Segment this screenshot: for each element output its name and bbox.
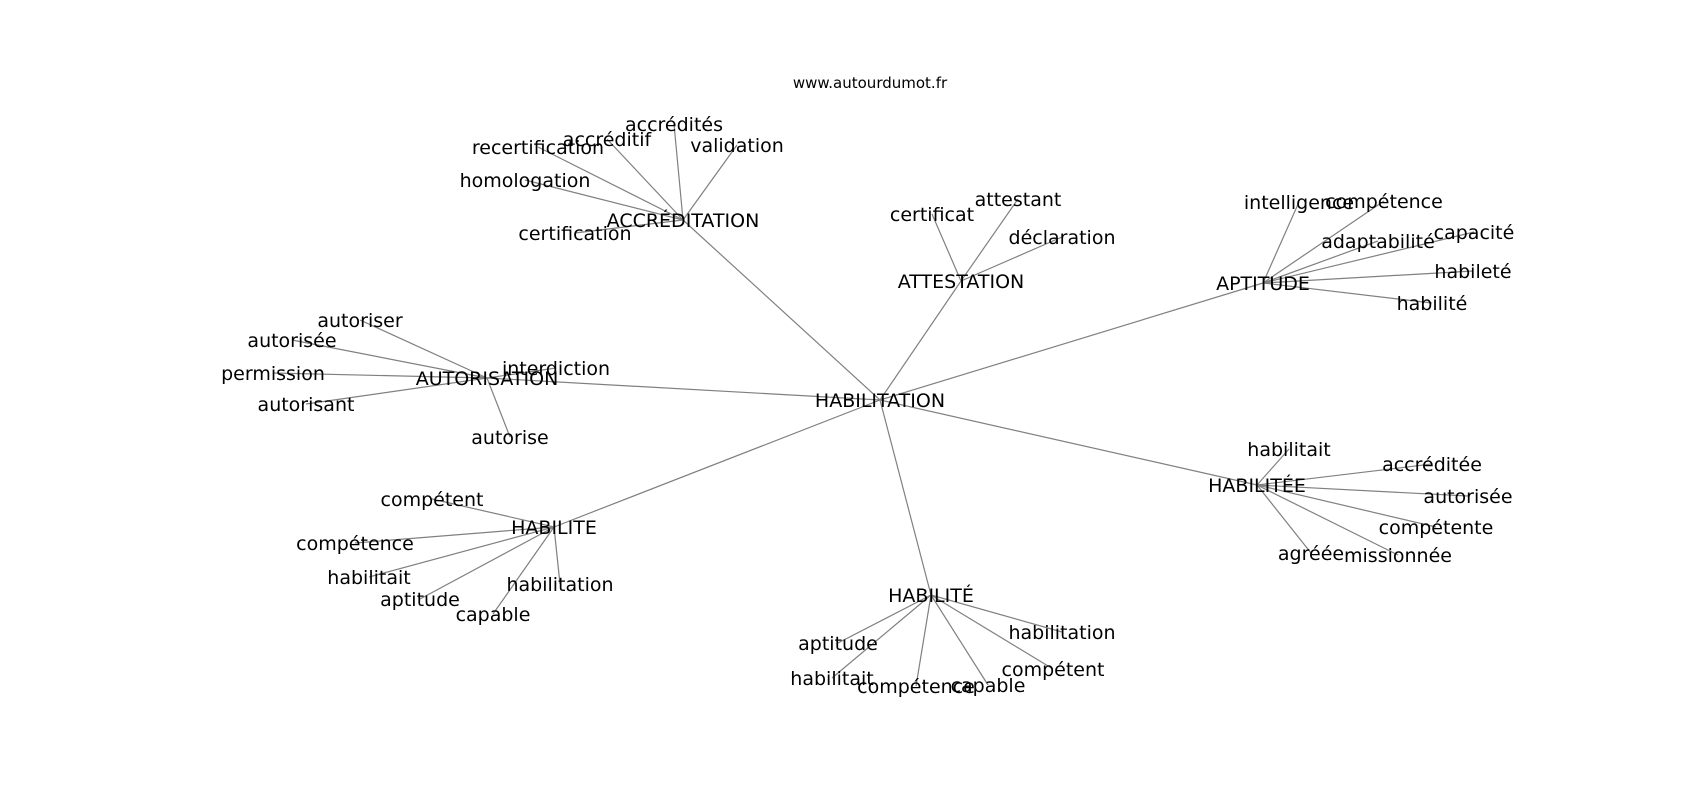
word-node-label[interactable]: attestant	[975, 189, 1062, 211]
word-node-label[interactable]: aptitude	[380, 589, 460, 611]
word-node-label[interactable]: habilité	[1397, 293, 1468, 315]
word-node-label[interactable]: compétent	[1002, 659, 1105, 681]
edge-hub-to-word	[606, 138, 684, 221]
word-node-label[interactable]: habilitait	[327, 567, 410, 589]
word-node-label[interactable]: habilitait	[790, 668, 873, 690]
word-node-label[interactable]: certificat	[890, 204, 974, 226]
word-node-label[interactable]: habilitation	[1008, 622, 1115, 644]
edge-hub-to-word	[1256, 463, 1433, 486]
word-node-label[interactable]: accrédités	[625, 114, 723, 136]
edge-hub-to-word	[431, 498, 555, 528]
word-node-label[interactable]: capable	[456, 604, 531, 626]
edge-hub-to-word	[1262, 240, 1379, 284]
edge-hub-to-word	[960, 236, 1063, 282]
edge-center-to-hub	[879, 282, 1264, 401]
edge-center-to-hub	[486, 377, 881, 401]
edge-hub-to-word	[368, 526, 555, 578]
edge-hub-to-word	[537, 146, 684, 221]
graph-labels: HABILITATIONACCRÉDITATIONaccréditésaccré…	[221, 114, 1514, 698]
edge-center-to-hub	[879, 280, 962, 401]
word-node-label[interactable]: recertification	[472, 137, 604, 159]
edge-hub-to-word	[930, 594, 1063, 633]
word-node-label[interactable]: compétent	[381, 489, 484, 511]
hub-node-label[interactable]: APTITUDE	[1216, 273, 1310, 295]
edge-hub-to-word	[931, 213, 962, 282]
edge-hub-to-word	[486, 377, 511, 438]
edge-hub-to-word	[831, 594, 932, 679]
edge-hub-to-word	[1262, 231, 1475, 284]
edge-hub-to-word	[960, 198, 1019, 282]
site-url: www.autourdumot.fr	[793, 74, 948, 92]
edge-hub-to-word	[915, 594, 932, 687]
edge-hub-to-word	[1262, 270, 1474, 284]
word-node-label[interactable]: aptitude	[798, 633, 878, 655]
word-node-label[interactable]: déclaration	[1009, 227, 1116, 249]
word-node-label[interactable]: compétence	[1325, 191, 1443, 213]
word-node-label[interactable]: accréditée	[1382, 454, 1482, 476]
hub-node-label[interactable]: AUTORISATION	[416, 368, 559, 390]
word-node-label[interactable]: compétence	[296, 533, 414, 555]
edge-hub-to-word	[1256, 484, 1312, 554]
edge-hub-to-word	[1256, 484, 1437, 528]
edge-center-to-hub	[553, 399, 881, 528]
word-node-label[interactable]: autorisant	[258, 394, 355, 416]
center-node-label[interactable]: HABILITATION	[815, 390, 945, 412]
edge-center-to-hub	[682, 219, 881, 401]
word-node-label[interactable]: capacité	[1434, 222, 1515, 244]
edge-hub-to-word	[272, 372, 488, 379]
word-node-label[interactable]: capable	[951, 675, 1026, 697]
edge-center-to-hub	[879, 399, 1258, 486]
word-node-label[interactable]: habilitait	[1247, 439, 1330, 461]
edge-hub-to-word	[574, 219, 684, 234]
edge-hub-to-word	[492, 526, 555, 615]
edge-hub-to-word	[682, 144, 738, 221]
word-node-label[interactable]: habileté	[1434, 261, 1511, 283]
graph-edges	[272, 123, 1475, 687]
edge-hub-to-word	[673, 123, 684, 221]
hub-node-label[interactable]: HABILITÉE	[1208, 474, 1306, 497]
word-node-label[interactable]: homologation	[460, 170, 591, 192]
edge-center-to-hub	[879, 399, 932, 596]
hub-node-label[interactable]: ACCRÉDITATION	[607, 209, 760, 232]
edge-hub-to-word	[553, 526, 561, 585]
word-node-label[interactable]: habilitation	[506, 574, 613, 596]
edge-hub-to-word	[1256, 448, 1290, 486]
word-node-label[interactable]: missionnée	[1344, 545, 1452, 567]
word-node-label[interactable]: compétente	[1379, 517, 1494, 539]
edge-hub-to-word	[1262, 200, 1385, 284]
edge-hub-to-word	[305, 377, 488, 405]
word-node-label[interactable]: autorisée	[1423, 486, 1512, 508]
edge-hub-to-word	[837, 594, 932, 644]
word-node-label[interactable]: autoriser	[317, 310, 402, 332]
word-node-label[interactable]: validation	[690, 135, 784, 157]
edge-hub-to-word	[930, 594, 1054, 670]
hub-node-label[interactable]: ATTESTATION	[898, 271, 1025, 293]
word-node-label[interactable]: interdiction	[502, 358, 610, 380]
edge-hub-to-word	[419, 526, 555, 600]
edge-hub-to-word	[291, 339, 488, 379]
word-node-label[interactable]: accréditif	[563, 129, 653, 151]
hub-node-label[interactable]: HABILITÉ	[888, 584, 974, 607]
word-node-label[interactable]: autorisée	[247, 330, 336, 352]
word-node-label[interactable]: intelligence	[1244, 192, 1354, 214]
word-node-label[interactable]: autorise	[471, 427, 548, 449]
edge-hub-to-word	[486, 367, 557, 379]
hub-node-label[interactable]: HABILITE	[511, 517, 597, 539]
edge-hub-to-word	[524, 179, 684, 221]
word-node-label[interactable]: permission	[221, 363, 325, 385]
edge-hub-to-word	[1262, 282, 1433, 304]
word-node-label[interactable]: adaptabilité	[1321, 231, 1435, 253]
edge-hub-to-word	[1262, 201, 1300, 284]
edge-hub-to-word	[1256, 484, 1399, 556]
edge-hub-to-word	[930, 594, 989, 686]
word-node-label[interactable]: agréée	[1278, 543, 1344, 565]
edge-hub-to-word	[359, 319, 488, 379]
edge-hub-to-word	[354, 526, 555, 544]
edge-hub-to-word	[1256, 484, 1469, 497]
word-node-label[interactable]: compétence	[857, 676, 975, 698]
word-node-label[interactable]: certification	[518, 223, 631, 245]
